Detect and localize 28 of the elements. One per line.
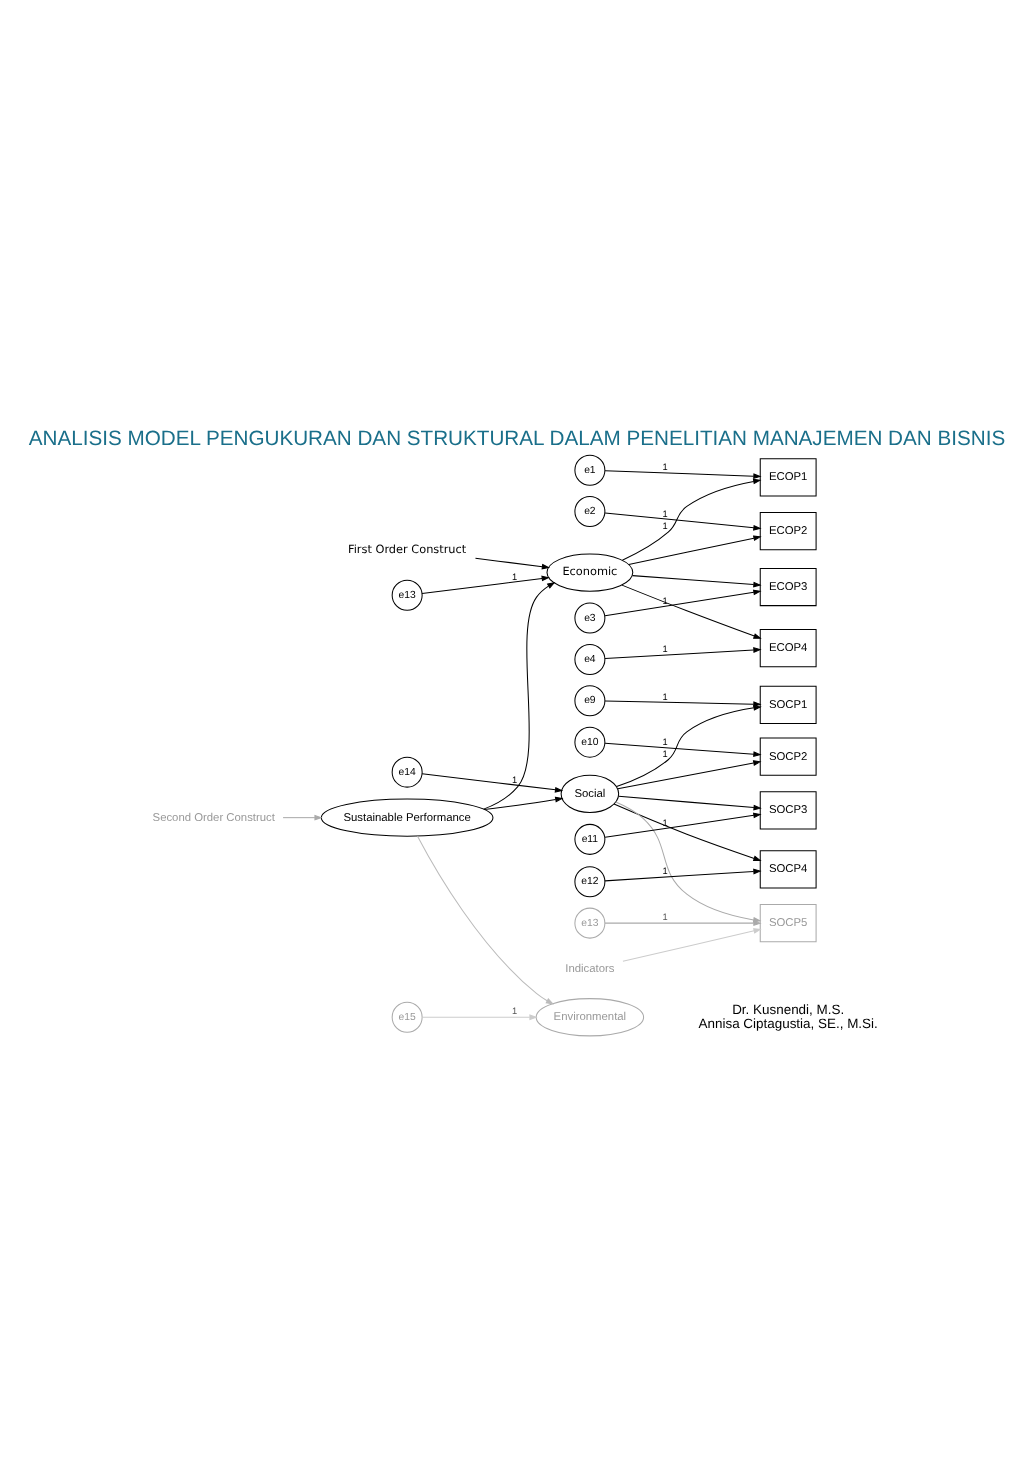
arrow	[603, 741, 761, 757]
arrow	[616, 759, 761, 789]
arrow	[614, 800, 761, 922]
arrow	[603, 646, 761, 659]
arrow	[627, 534, 761, 565]
arrow	[603, 811, 761, 837]
diagram-title: ANALISIS MODEL PENGUKURAN DAN STRUKTURAL DALAM PENELITIAN MANAJEMEN DAN BISNIS	[27, 427, 1005, 450]
arrow	[603, 511, 761, 530]
arrow	[620, 477, 761, 560]
arrow	[603, 919, 761, 926]
arrow	[482, 795, 563, 809]
arrow	[621, 927, 761, 961]
arrow	[620, 583, 761, 638]
arrow	[603, 699, 761, 707]
arrow	[603, 588, 761, 616]
arrow	[617, 794, 761, 810]
arrow	[603, 867, 761, 881]
arrow	[420, 772, 563, 792]
arrow	[420, 1013, 537, 1020]
arrow	[612, 802, 761, 860]
arrow	[473, 556, 550, 569]
arrow	[631, 574, 761, 587]
arrow	[603, 469, 761, 479]
arrow	[482, 581, 555, 809]
arrow	[615, 704, 761, 787]
arrow	[416, 834, 554, 1004]
arrow	[281, 813, 322, 820]
arrow	[420, 574, 549, 594]
